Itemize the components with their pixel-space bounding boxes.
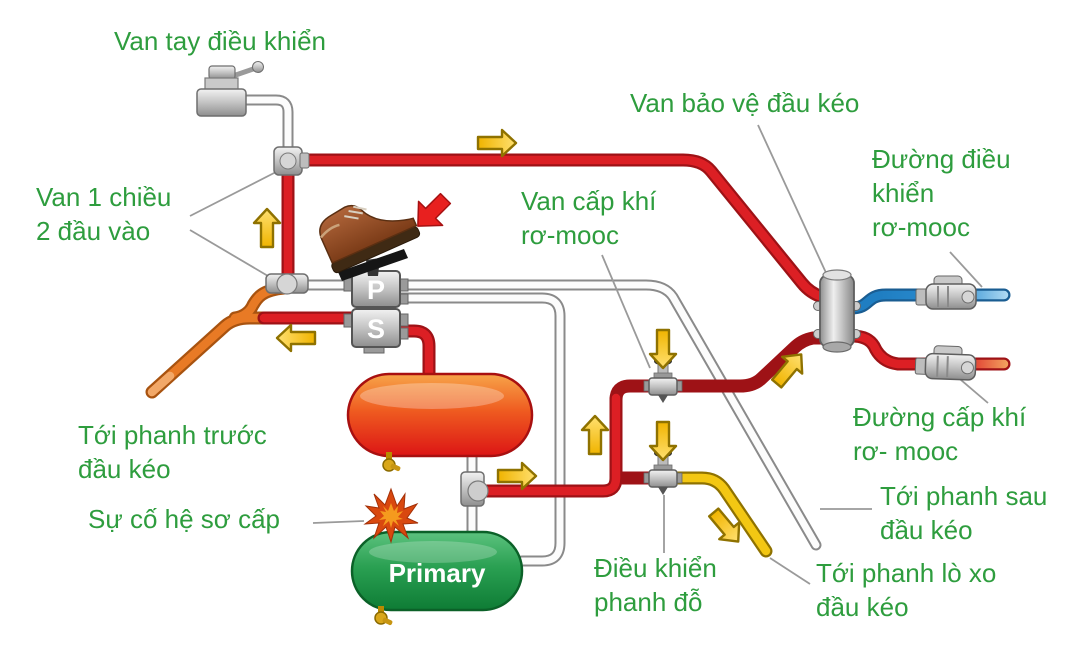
flow-arrow-down-icon: [648, 328, 678, 370]
check-valve-fitting-lower: [265, 273, 309, 295]
brake-pedal-boot: [319, 204, 421, 274]
secondary-tank: [346, 372, 534, 458]
label-check-valve: Van 1 chiều 2 đầu vào: [36, 182, 172, 246]
flow-arrow-up2-icon: [580, 414, 610, 456]
treadle-valve-block: P S: [343, 270, 409, 354]
colored-pipes: [145, 153, 1011, 558]
label-hand-valve: Van tay điều khiển: [114, 26, 326, 56]
label-rear-brake: Tới phanh sau đầu kéo: [880, 481, 1048, 545]
flow-arrow-down2-icon: [648, 420, 678, 462]
primary-tank-label: Primary: [389, 558, 486, 588]
secondary-tank-drain-valve: [382, 452, 401, 472]
leader-trailer-control: [949, 251, 983, 288]
leader-spring-brake: [769, 557, 811, 585]
gladhand-coupling-supply: [914, 345, 977, 381]
flow-arrow-right-icon: [476, 128, 518, 158]
brake-pedal: [338, 249, 408, 281]
flow-arrow-downright-icon: [707, 507, 741, 543]
primary-tank: Primary: [350, 530, 524, 612]
valve-s-label: S: [367, 314, 385, 344]
label-trailer-control-line: Đường điều khiển rơ-mooc: [872, 144, 1011, 242]
check-valve-fitting-upper: [273, 146, 310, 176]
label-trailer-supply-valve: Van cấp khí rơ-mooc: [521, 186, 657, 250]
hand-control-valve: [196, 61, 264, 117]
tank-tee-fitting: [460, 471, 489, 507]
label-parking-brake: Điều khiển phanh đỗ: [594, 553, 717, 617]
gladhand-coupling-control: [915, 275, 977, 310]
leader-supply-valve: [601, 254, 651, 369]
flow-arrow-left-icon: [275, 323, 317, 353]
flow-arrow-right2-icon: [496, 461, 538, 491]
leader-primary-failure: [312, 520, 365, 524]
leader-check-valve-lower: [189, 229, 269, 277]
leader-check-valve-upper: [189, 171, 277, 217]
flow-arrow-up-icon: [252, 207, 282, 249]
label-trailer-supply-line: Đường cấp khí rơ- mooc: [853, 402, 1027, 466]
label-protection-valve: Van bảo vệ đầu kéo: [630, 88, 860, 118]
primary-failure-burst-icon: [363, 487, 419, 544]
primary-tank-drain-valve: [374, 606, 393, 626]
label-spring-brake: Tới phanh lò xo đầu kéo: [816, 558, 997, 622]
tractor-protection-valve: [813, 269, 861, 353]
leader-lines: [189, 124, 989, 585]
label-primary-failure: Sự cố hệ sơ cấp: [88, 504, 280, 534]
leader-protection-valve: [757, 124, 834, 289]
label-front-brake: Tới phanh trước đầu kéo: [78, 420, 267, 484]
valve-p-label: P: [367, 275, 385, 305]
pedal-press-arrow-icon: [417, 192, 452, 227]
flow-arrows: [252, 128, 804, 543]
pipes-red: [257, 153, 829, 498]
flow-arrow-upright-icon: [770, 353, 804, 389]
